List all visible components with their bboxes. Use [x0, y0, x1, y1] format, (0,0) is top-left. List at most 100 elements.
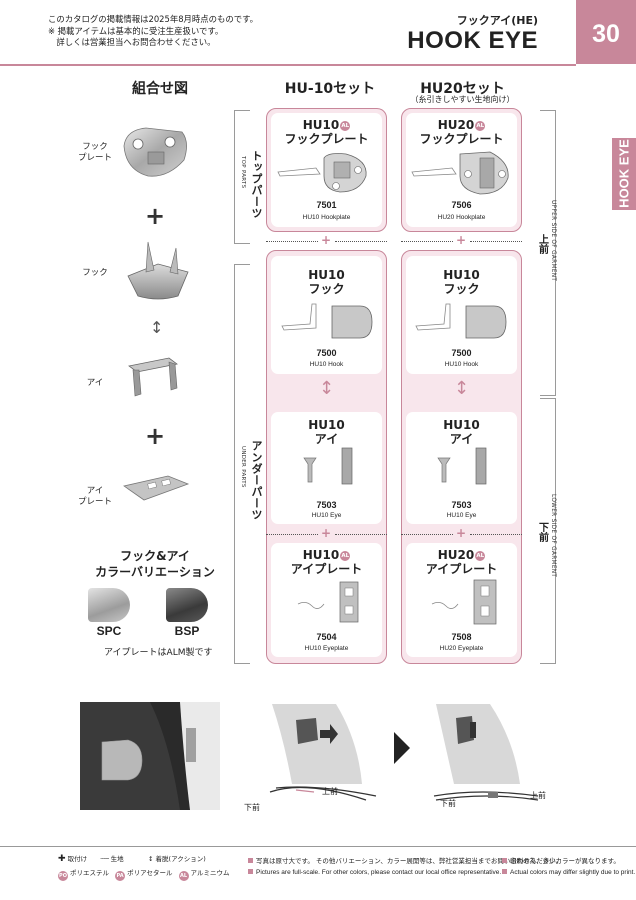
- diagram-after: [433, 704, 539, 801]
- hu10-hook-code: 7500: [316, 348, 337, 358]
- hu20-hook-name: HU10 Hook: [444, 361, 479, 368]
- plus-1: +: [144, 202, 166, 230]
- diagram-before: [269, 704, 377, 801]
- upper-side-label: 上前: [539, 235, 549, 256]
- hu10-hook-name: HU10 Hook: [309, 361, 344, 368]
- hu20-hook-image: [415, 303, 507, 339]
- hu10-hook-image: [281, 303, 373, 339]
- under-parts-label-en: UNDER PARTS: [240, 446, 246, 488]
- footer-note-2: 印刷の為、多少カラーが異なります。: [502, 856, 620, 867]
- po-badge-icon: PO: [58, 871, 68, 881]
- swatch-spc-label: SPC: [96, 624, 122, 638]
- hu20-eyeplate-code: 7508: [451, 632, 472, 642]
- hu20-eyeplate-card[interactable]: [406, 543, 517, 657]
- side-index-tab[interactable]: [612, 138, 636, 210]
- under-parts-label: アンダーパーツ: [250, 440, 263, 521]
- diagram-after-upper: 上前: [530, 791, 546, 800]
- al-badge-icon: AL: [475, 551, 486, 561]
- fabric-line: [470, 534, 522, 535]
- side-index-label: HOOK EYE: [616, 139, 632, 208]
- footer-note-1: 写真は原寸大です。 その他バリエーション、カラー展開等は、弊社営業担当までお問い…: [248, 856, 562, 867]
- swatch-bsp-label: BSP: [174, 624, 200, 638]
- hu10-eye-image: [303, 447, 353, 485]
- al-badge-icon: AL: [178, 871, 189, 881]
- hu20-eye-card[interactable]: [406, 412, 517, 524]
- hu10-eyeplate-code: 7504: [316, 632, 337, 642]
- pa-badge-icon: PA: [115, 871, 126, 881]
- eye-image: [128, 357, 178, 397]
- fabric-line-left-2: [335, 241, 387, 242]
- upper-side-bracket: [540, 110, 556, 396]
- hu10-eye-code: 7503: [316, 500, 337, 510]
- swatch-bsp: [166, 588, 208, 622]
- hu20-eye-image: [437, 447, 487, 485]
- page-number: 30: [592, 20, 620, 48]
- updown-arrow-icon: ↕: [150, 318, 164, 337]
- upper-side-label-en: UPPER SIDE OF GARMENT: [550, 200, 556, 282]
- hu10-eye-name: HU10 Eye: [311, 512, 342, 519]
- hu20-eye-code: 7503: [451, 500, 472, 510]
- note-line-2: ※ 掲載アイテムは基本的に受注生産扱いです。: [48, 25, 224, 36]
- hu20-hook-code: 7500: [451, 348, 472, 358]
- attach-plus-icon: +: [320, 526, 332, 540]
- hu10-hookplate-image: [277, 153, 367, 193]
- footer-note-2-en: Actual colors may differ slightly due to…: [502, 869, 635, 876]
- usage-photo: [80, 702, 220, 810]
- hu10-eye-card[interactable]: [271, 412, 382, 524]
- lower-side-bracket: [540, 398, 556, 664]
- plus-2: +: [144, 422, 166, 450]
- next-arrow-icon: [394, 732, 410, 764]
- fabric-line: [401, 534, 453, 535]
- footer-note-1-en: Pictures are full-scale. For other color…: [248, 869, 501, 876]
- hu20-hookplate-image: [411, 151, 509, 195]
- note-line-1: このカタログの掲載情報は2025年8月時点のものです。: [48, 14, 259, 24]
- label-hook: フック: [82, 268, 108, 278]
- swatch-spc: [88, 588, 130, 622]
- hu20-hookplate-name: HU20 Hookplate: [437, 214, 486, 221]
- lower-side-label: 下前: [539, 523, 549, 544]
- hu20-eyeplate-name: HU20 Eyeplate: [439, 645, 484, 652]
- hu20-eyeplate-image: [431, 579, 497, 625]
- fabric-line-left-1: [266, 241, 318, 242]
- eye-plate-image: [123, 475, 190, 501]
- al-badge-icon: AL: [340, 121, 351, 131]
- category-title: HOOK EYE: [407, 27, 538, 54]
- attach-plus-icon: +: [320, 233, 332, 247]
- label-eye: アイ: [86, 378, 104, 388]
- fabric-line: [335, 534, 387, 535]
- al-badge-icon: AL: [340, 551, 351, 561]
- footer-rule: [0, 846, 636, 847]
- hu10-eyeplate-card[interactable]: [271, 543, 382, 657]
- diagram-after-lower: 下前: [440, 799, 456, 808]
- fabric-line-right-2: [470, 241, 522, 242]
- top-parts-bracket: [234, 110, 250, 244]
- hu20-eye-name: HU10 Eye: [446, 512, 477, 519]
- legend-fabric: ········ 生地: [100, 855, 124, 863]
- alm-note: アイプレートはALM製です: [104, 648, 213, 658]
- attach-plus-icon: +: [455, 526, 467, 540]
- diagram-before-upper: 上前: [322, 787, 338, 796]
- combo-heading: 組合せ図: [132, 81, 188, 97]
- al-badge-icon: AL: [475, 121, 486, 131]
- hu10-hookplate-code: 7501: [316, 200, 337, 210]
- header-rule: [0, 64, 576, 66]
- label-eye-plate: アイプレート: [77, 486, 112, 507]
- hu20-heading: HU20セット: [420, 81, 505, 97]
- hook-image: [127, 241, 189, 300]
- note-line-3: 詳しくは営業担当へお問合わせください。: [48, 37, 216, 47]
- lower-side-label-en: LOWER SIDE OF GARMENT: [550, 494, 556, 578]
- page-number-tab: [576, 0, 636, 64]
- label-hook-plate: フックプレート: [77, 142, 112, 163]
- fabric-line: [266, 534, 318, 535]
- action-arrow-icon: ↕: [319, 378, 335, 399]
- category-subtitle: フックアイ(HE): [456, 14, 538, 27]
- under-parts-bracket: [234, 264, 250, 664]
